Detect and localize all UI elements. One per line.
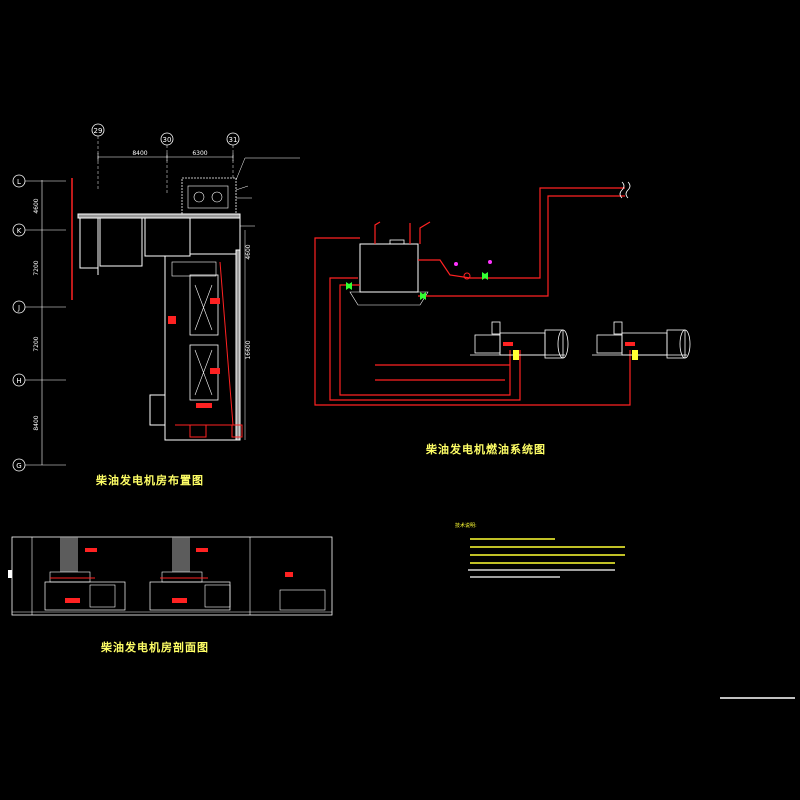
dim-text: 4600 <box>33 198 40 213</box>
dim-text: 7200 <box>33 260 40 275</box>
dim-text: 7200 <box>33 336 40 351</box>
dim-text: 8400 <box>132 150 147 157</box>
fuel-system-title: 柴油发电机燃油系统图 <box>425 442 546 456</box>
section-tank-room <box>279 572 326 611</box>
dim-text: 8400 <box>33 415 40 430</box>
column-axis-label: 29 <box>94 127 103 135</box>
row-axis-L: L <box>12 174 66 188</box>
row-axis-G: G <box>12 458 66 472</box>
generator-set-2 <box>592 321 691 360</box>
fuel-system-diagram: 柴油发电机燃油系统图 <box>314 181 691 456</box>
notes-lines-white <box>468 569 615 578</box>
column-axis-30: 30 <box>160 132 174 195</box>
generator-set-1 <box>470 321 569 360</box>
pipe-break-symbols <box>619 181 631 199</box>
row-axis-label: L <box>17 178 21 186</box>
day-tank <box>349 239 429 306</box>
dim-text: 16600 <box>245 340 252 359</box>
layout-plan: 29 30 31 8400 6300 L <box>12 123 300 487</box>
row-axis-label: H <box>16 377 21 385</box>
row-axis-K: K <box>12 223 66 237</box>
generator-room <box>168 261 243 438</box>
row-axis-label: G <box>16 462 21 470</box>
fuel-pipes <box>314 187 631 406</box>
row-axis-label: K <box>17 227 22 235</box>
row-axis-label: J <box>17 304 20 312</box>
column-axis-29: 29 <box>91 123 105 190</box>
right-dimension: 4600 16600 <box>244 230 252 440</box>
building-walls <box>77 213 241 441</box>
row-axis-H: H <box>12 373 66 387</box>
section-generator-2 <box>149 537 231 611</box>
section-title: 柴油发电机房剖面图 <box>100 640 209 654</box>
valves <box>346 260 492 300</box>
dim-text: 4600 <box>245 244 252 259</box>
dim-text: 6300 <box>192 150 207 157</box>
top-equipment-room <box>181 177 237 215</box>
notes-lines <box>470 538 625 564</box>
notes-heading: 技术说明: <box>455 522 477 529</box>
top-dimension: 8400 6300 <box>97 150 234 161</box>
section-view: 柴油发电机房剖面图 <box>8 536 333 654</box>
column-axis-label: 31 <box>229 136 238 144</box>
section-generator-1 <box>44 537 126 611</box>
row-axes: L K J H G 4600 <box>12 174 66 472</box>
column-axis-31: 31 <box>226 132 240 180</box>
layout-plan-title: 柴油发电机房布置图 <box>95 473 204 487</box>
leader-lines <box>235 157 300 227</box>
row-axis-J: J <box>12 300 66 314</box>
technical-notes: 技术说明: <box>455 522 625 578</box>
column-axis-label: 30 <box>163 136 172 144</box>
